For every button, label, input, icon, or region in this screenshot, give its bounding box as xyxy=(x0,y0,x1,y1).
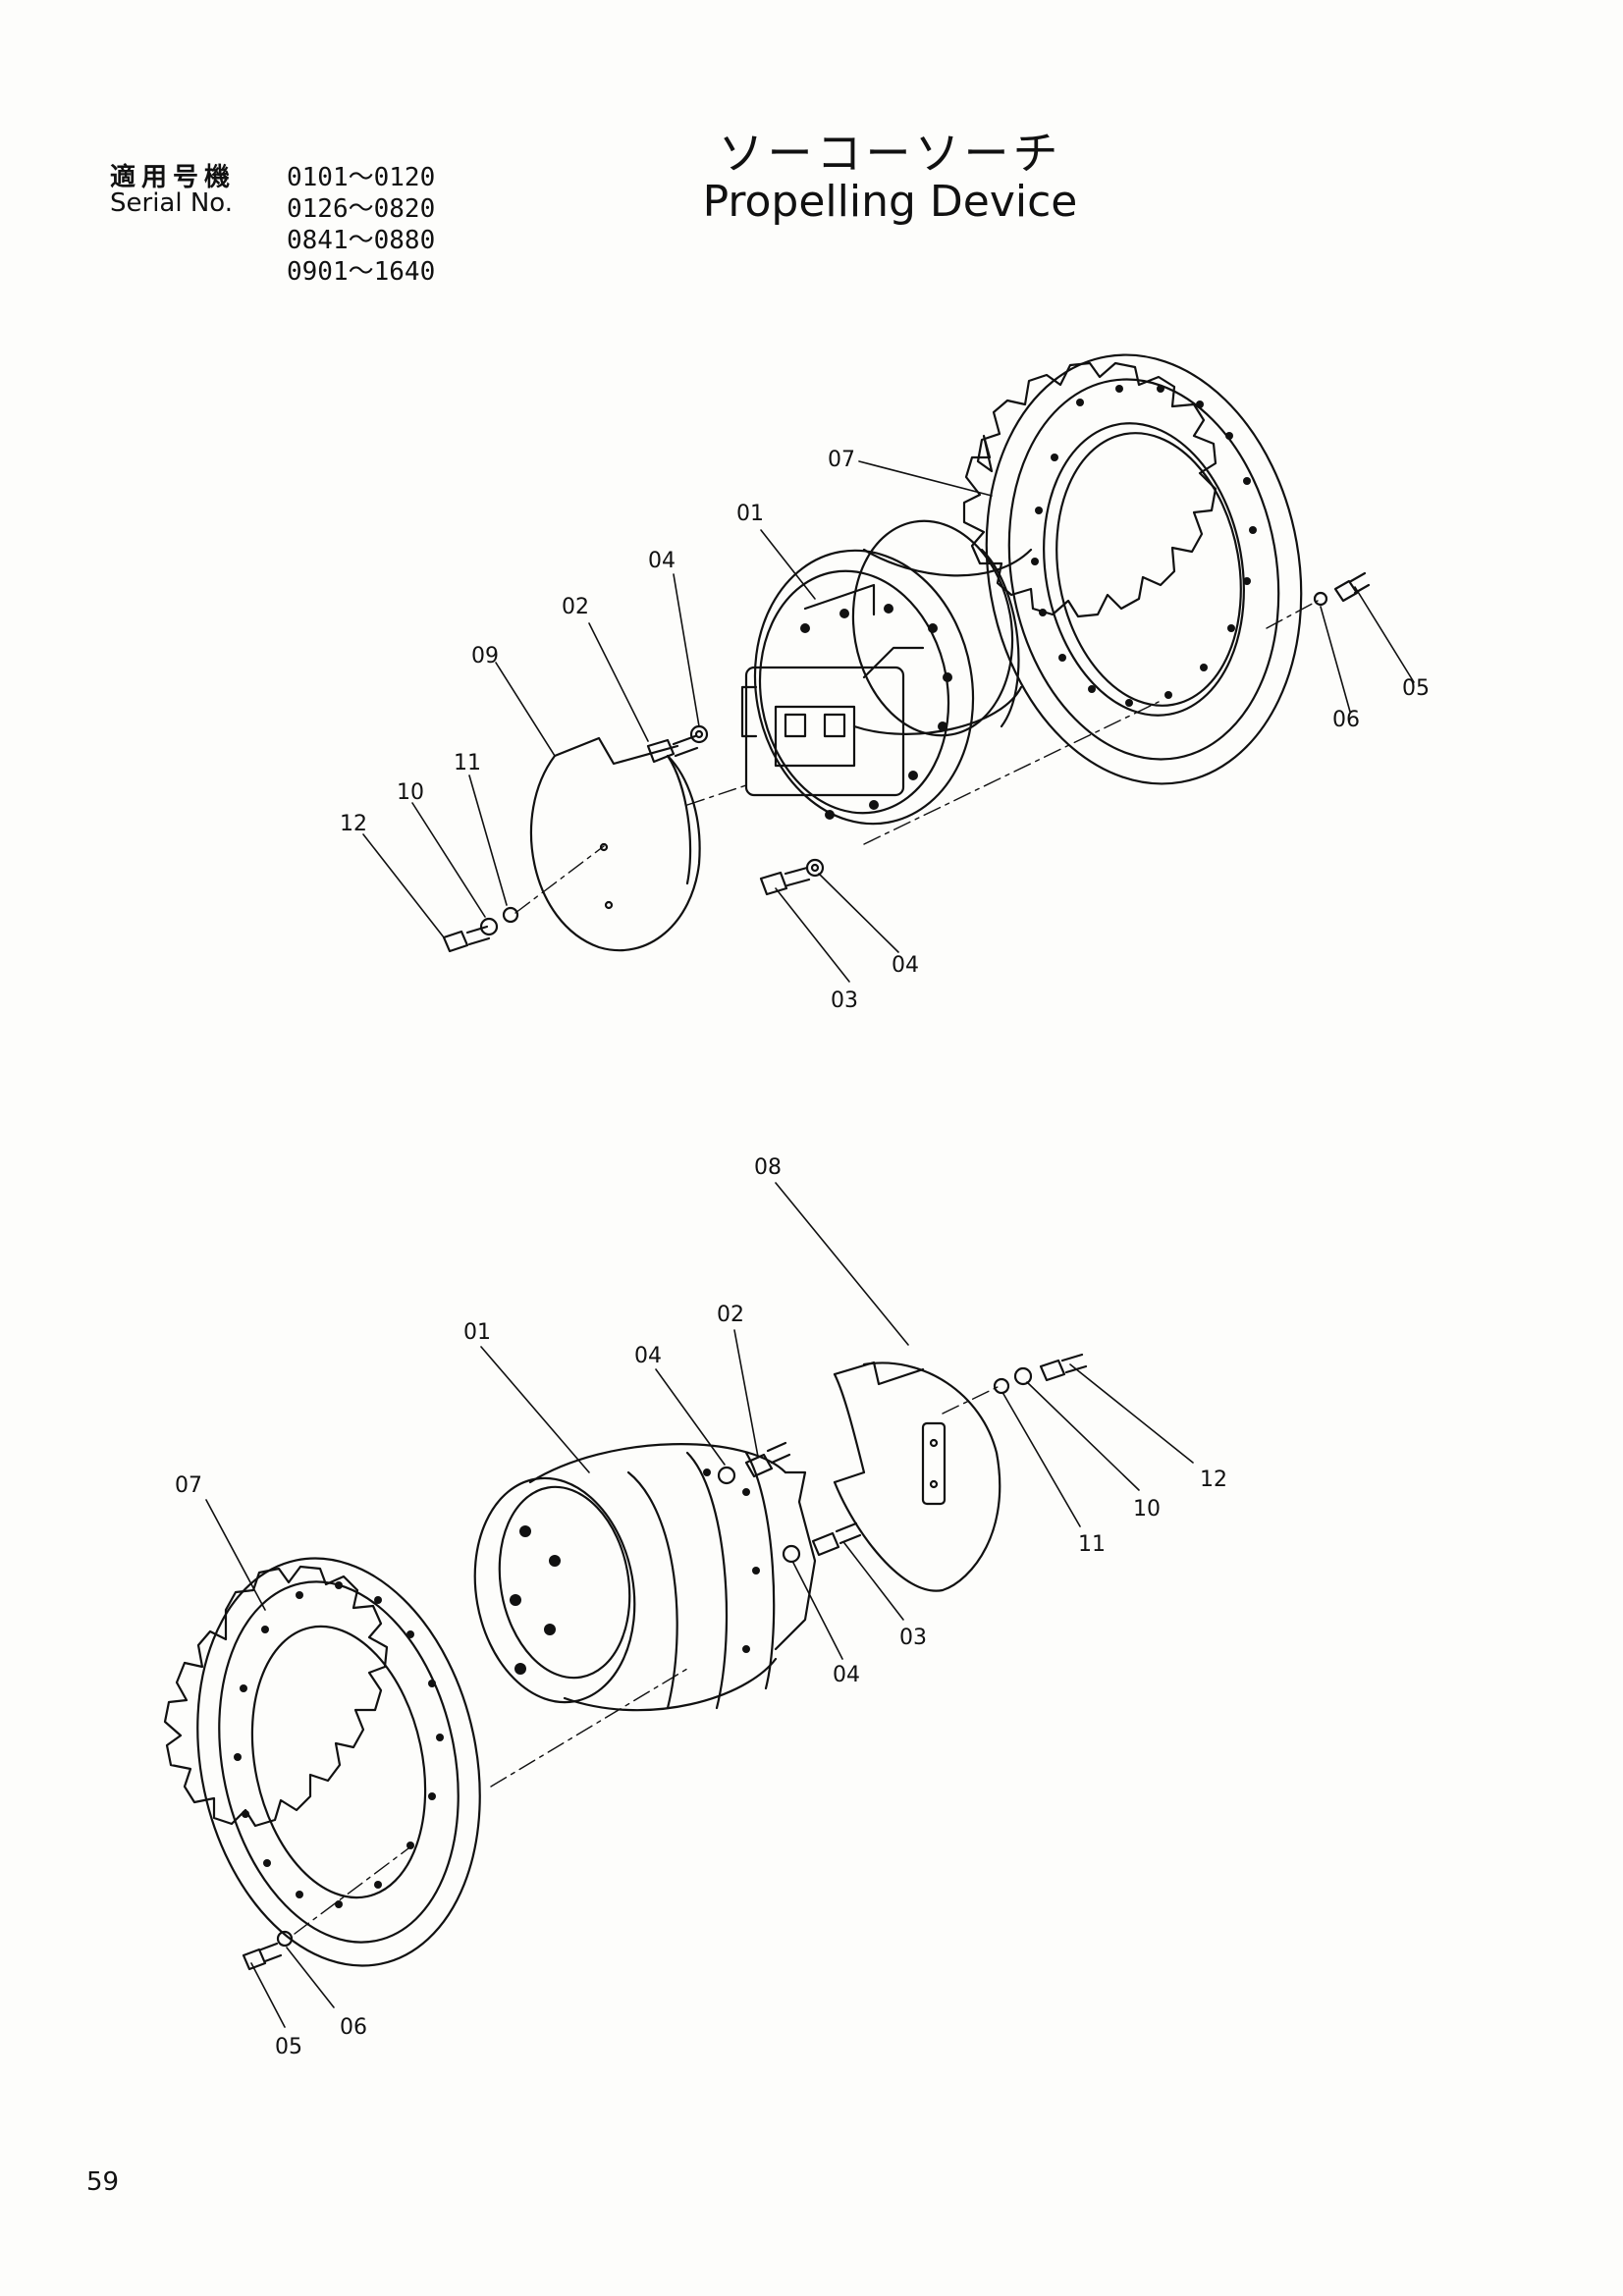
callout-upper-04a: 04 xyxy=(648,549,676,573)
upper-travel-motor-01 xyxy=(740,519,1033,826)
callout-upper-01: 01 xyxy=(736,502,764,526)
callout-upper-02: 02 xyxy=(562,595,589,619)
lower-washer-04a xyxy=(717,1466,736,1485)
serial-range-3: 0841～0880 xyxy=(287,226,436,255)
page-title-english: Propelling Device xyxy=(702,177,1078,227)
callout-upper-12: 12 xyxy=(340,812,367,836)
upper-bolt-12 xyxy=(442,925,491,953)
lower-cover-08 xyxy=(833,1361,1001,1592)
upper-washer-11 xyxy=(502,906,519,924)
lower-sprocket-07 xyxy=(163,1557,481,1967)
callout-upper-10: 10 xyxy=(397,780,424,805)
upper-bolt-05 xyxy=(1333,571,1371,603)
callout-upper-09: 09 xyxy=(471,644,499,668)
upper-cover-09 xyxy=(529,736,701,952)
callout-lower-12: 12 xyxy=(1200,1468,1227,1492)
lower-travel-motor-01 xyxy=(473,1443,817,1712)
callout-upper-06: 06 xyxy=(1332,708,1360,732)
callout-upper-07: 07 xyxy=(828,448,855,472)
callout-upper-03: 03 xyxy=(831,988,858,1013)
upper-bolt-02 xyxy=(646,734,699,764)
upper-washer-10 xyxy=(479,917,499,936)
callout-lower-07: 07 xyxy=(175,1473,202,1498)
upper-washer-04b xyxy=(805,858,825,878)
lower-washer-04b xyxy=(782,1544,801,1564)
applicable-model-label: 適用号機 xyxy=(110,163,237,192)
upper-sprocket-07 xyxy=(962,353,1303,785)
callout-upper-05: 05 xyxy=(1402,676,1430,701)
upper-washer-04a xyxy=(689,724,709,744)
upper-bolt-03 xyxy=(759,866,811,896)
callout-lower-04b: 04 xyxy=(833,1663,860,1687)
callout-lower-11: 11 xyxy=(1078,1532,1106,1557)
lower-bolt-12 xyxy=(1039,1353,1088,1382)
callout-upper-11: 11 xyxy=(454,751,481,775)
lower-washer-10 xyxy=(1013,1366,1033,1386)
serial-range-4: 0901～1640 xyxy=(287,257,436,287)
lower-washer-11 xyxy=(993,1377,1010,1395)
lower-washer-06 xyxy=(276,1930,294,1948)
callout-lower-06: 06 xyxy=(340,2015,367,2040)
lower-bolt-05 xyxy=(242,1942,283,1971)
callout-lower-04a: 04 xyxy=(634,1344,662,1368)
callout-lower-08: 08 xyxy=(754,1155,782,1180)
callout-lower-01: 01 xyxy=(463,1320,491,1345)
callout-lower-02: 02 xyxy=(717,1303,744,1327)
upper-washer-06 xyxy=(1313,591,1328,607)
page-title-japanese: ソーコーソーチ xyxy=(718,127,1062,180)
lower-bolt-03 xyxy=(811,1522,862,1557)
callout-upper-04b: 04 xyxy=(892,953,919,978)
serial-range-1: 0101～0120 xyxy=(287,163,436,192)
callout-lower-03: 03 xyxy=(899,1626,927,1650)
callout-lower-05: 05 xyxy=(275,2035,302,2059)
callout-lower-10: 10 xyxy=(1133,1497,1161,1522)
serial-number-label: Serial No. xyxy=(110,188,233,218)
serial-range-2: 0126～0820 xyxy=(287,194,436,224)
page-number: 59 xyxy=(86,2167,120,2197)
